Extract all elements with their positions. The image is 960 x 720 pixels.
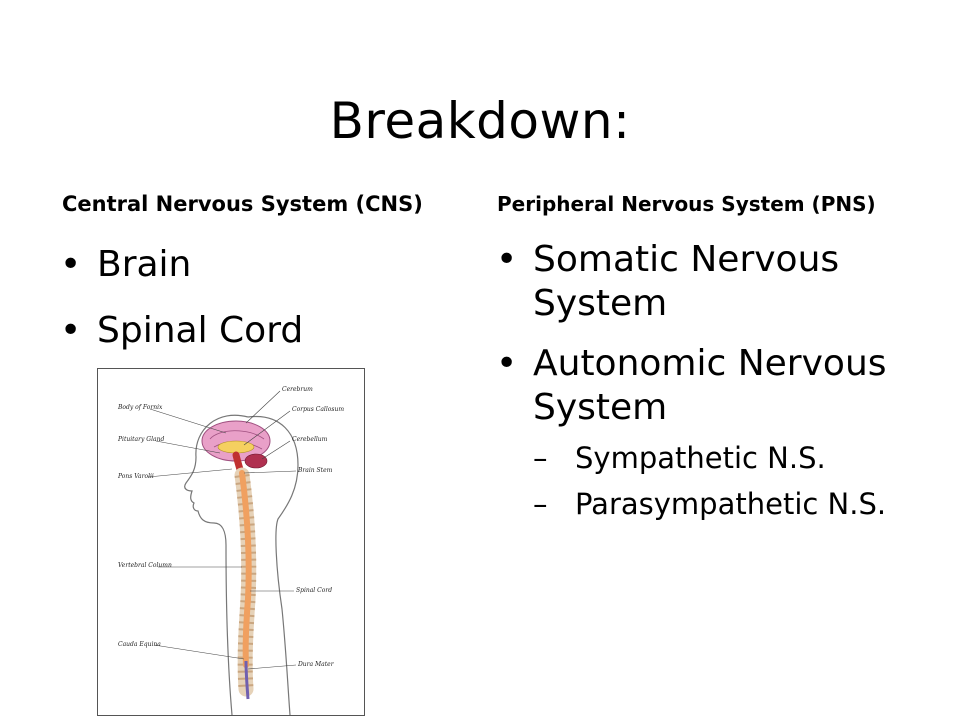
cerebellum-shape	[244, 453, 268, 469]
label-dura-mater: Dura Mater	[297, 661, 335, 668]
label-cauda-equina: Cauda Equina	[118, 641, 161, 648]
slide-title: Breakdown:	[329, 91, 631, 150]
autonomic-sublist: Sympathetic N.S. Parasympathetic N.S.	[533, 440, 926, 522]
label-pituitary-gland: Pituitary Gland	[117, 436, 164, 443]
leader-line	[153, 644, 245, 660]
label-cerebellum: Cerebellum	[292, 436, 328, 443]
leader-line	[261, 440, 291, 460]
label-cerebrum: Cerebrum	[282, 386, 313, 393]
leader-line	[243, 470, 297, 474]
brain-fold	[209, 430, 265, 440]
cns-list: Brain Spinal Cord	[60, 243, 390, 375]
back-outline	[247, 415, 299, 715]
spinal-cord-shape	[239, 470, 252, 668]
nervous-system-diagram: Body of Fornix Pituitary Gland Pons Varo…	[97, 368, 365, 716]
pns-item-label: Somatic Nervous System	[533, 239, 840, 324]
leader-line	[247, 664, 297, 670]
leader-line	[147, 468, 233, 478]
leader-line	[155, 440, 221, 454]
leader-line	[245, 390, 281, 424]
cns-item-brain: Brain	[60, 243, 390, 287]
body-outline	[184, 414, 249, 715]
label-body-of-fornix: Body of Fornix	[117, 404, 163, 411]
leader-line	[149, 408, 227, 434]
pns-list: Somatic Nervous System Autonomic Nervous…	[496, 238, 926, 532]
label-spinal-cord: Spinal Cord	[296, 587, 332, 594]
corpus-callosum-shape	[217, 440, 255, 454]
pns-heading: Peripheral Nervous System (PNS)	[497, 192, 876, 216]
leader-line	[243, 410, 291, 446]
pns-item-autonomic: Autonomic Nervous System Sympathetic N.S…	[496, 342, 926, 522]
label-pons-varolii: Pons Varolii	[117, 473, 154, 480]
autonomic-item-parasympathetic: Parasympathetic N.S.	[533, 486, 926, 522]
pns-item-somatic: Somatic Nervous System	[496, 238, 926, 326]
label-vertebral-column: Vertebral Column	[118, 562, 172, 569]
cauda-equina-shape	[244, 660, 250, 700]
autonomic-item-sympathetic: Sympathetic N.S.	[533, 440, 926, 476]
pns-item-label: Autonomic Nervous System	[533, 343, 887, 428]
nervous-system-illustration: Body of Fornix Pituitary Gland Pons Varo…	[117, 386, 344, 715]
cns-heading: Central Nervous System (CNS)	[62, 192, 423, 216]
cns-item-spinal-cord: Spinal Cord	[60, 309, 390, 353]
label-corpus-callosum: Corpus Callosum	[292, 406, 344, 413]
label-brain-stem: Brain Stem	[297, 467, 333, 474]
